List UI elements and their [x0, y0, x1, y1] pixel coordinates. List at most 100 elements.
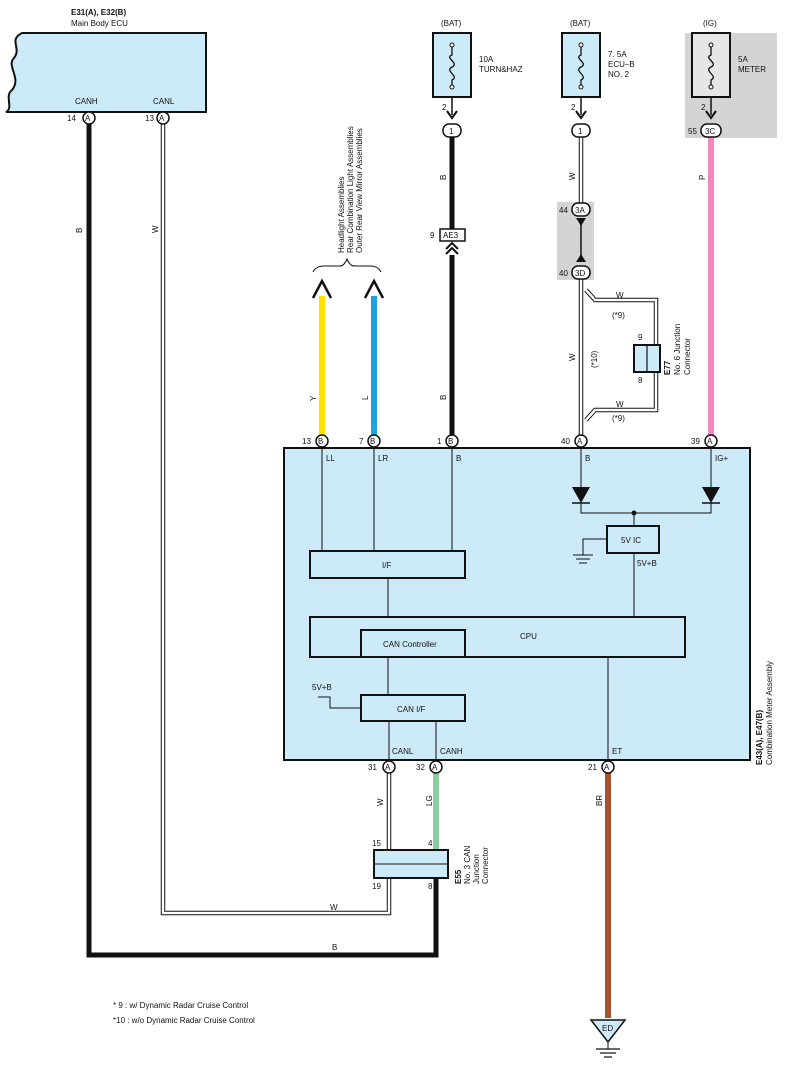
connector-3d: 3D 40 — [559, 254, 591, 280]
ecu-pin-canl: 13 — [145, 114, 154, 123]
meter-terminal-label: LR — [378, 454, 388, 463]
connector-label: 1 — [449, 127, 454, 136]
pin-num: 1 — [437, 437, 442, 446]
diode-icon — [702, 487, 720, 503]
junction-pin-bot: 8 — [638, 376, 643, 385]
cpu-label: CPU — [520, 632, 537, 641]
pin-conn: B — [370, 437, 375, 446]
junction-name: No. 3 CAN — [463, 846, 472, 884]
footnote-10: *10 : w/o Dynamic Radar Cruise Control — [113, 1016, 255, 1025]
meter-pin: A 21 — [588, 760, 615, 774]
vic-block — [606, 525, 660, 554]
fuse-meter: (IG) 5A METER 2 — [691, 19, 766, 120]
junction-code: E77 — [663, 360, 672, 375]
meter-terminal-label: ET — [612, 747, 622, 756]
source-label: (BAT) — [570, 19, 591, 28]
headlight-label-2: Rear Combination Light Assemblies — [346, 126, 355, 253]
fuse-pin: 2 — [701, 103, 706, 112]
meter-pins-bottom: A 31 A 32 A 21 — [368, 760, 615, 774]
connector-label: AE3 — [443, 231, 459, 240]
connector-3a: 3A 44 — [559, 202, 591, 226]
ecu-box — [5, 32, 207, 113]
wire-canh-black — [86, 124, 439, 958]
ecu-code: E31(A), E32(B) — [71, 8, 126, 17]
wire-label: W — [568, 172, 577, 180]
meter-code: E43(A), E47(B) — [755, 710, 764, 765]
fuse-rating: 5A — [738, 55, 748, 64]
fuse-name: ECU–B — [608, 60, 635, 69]
wire-label: LG — [425, 795, 434, 806]
junction-pin: 4 — [428, 839, 433, 848]
wire-label: W — [376, 798, 385, 806]
connector-label: 1 — [578, 127, 583, 136]
wire-color-labels: B W Y L B B W W P W W W LG BR W B — [75, 172, 707, 952]
connector-bat-1: 1 — [442, 123, 462, 138]
ecu-name: Main Body ECU — [71, 19, 128, 28]
junction-pin: 15 — [372, 839, 381, 848]
source-label: (IG) — [703, 19, 717, 28]
connector-pin: 40 — [559, 269, 568, 278]
vb-label-2: 5V+B — [312, 683, 332, 692]
fuse-rating: 10A — [479, 55, 494, 64]
ground-label: ED — [602, 1024, 613, 1033]
main-body-ecu: E31(A), E32(B) Main Body ECU CANH CANL 1… — [5, 8, 207, 123]
pin-conn: A — [577, 437, 583, 446]
meter-pin: A 32 — [416, 760, 443, 774]
meter-pin: A 40 — [561, 434, 588, 448]
meter-pin: B 1 — [437, 434, 459, 448]
meter-pins-top: B 13 B 7 B 1 A 40 A 39 — [302, 434, 718, 448]
pin-conn: B — [448, 437, 453, 446]
vic-label: 5V IC — [621, 536, 641, 545]
connector-label: 3A — [575, 206, 585, 215]
diode-icon — [572, 487, 590, 503]
pin-num: 32 — [416, 763, 425, 772]
meter-pin: B 7 — [359, 434, 381, 448]
pin-conn: A — [159, 114, 165, 123]
wire-label: W — [568, 353, 577, 361]
connector-ig-3c: 3C 55 — [688, 123, 722, 138]
pin-conn: A — [385, 763, 391, 772]
junction-pin-top: 9 — [638, 333, 643, 342]
footnote-9: * 9 : w/ Dynamic Radar Cruise Control — [113, 1001, 248, 1010]
meter-terminal-label: B — [585, 454, 590, 463]
pin-conn: A — [432, 763, 438, 772]
fuse-pin: 2 — [571, 103, 576, 112]
pin-conn: A — [707, 437, 713, 446]
wire-label: P — [698, 175, 707, 180]
pin-num: 40 — [561, 437, 570, 446]
headlight-label-1: Headlight Assemblies — [337, 177, 346, 253]
pin-conn: A — [604, 763, 610, 772]
connector-pin: 9 — [430, 231, 435, 240]
wire-label: W — [330, 903, 338, 912]
headlight-label-3: Outer Rear View Mirror Assemblies — [355, 128, 364, 253]
junction-name-2: Junction — [472, 854, 481, 884]
meter-pin: A 31 — [368, 760, 396, 774]
wire-label: BR — [595, 795, 604, 806]
connector-pin: 44 — [559, 206, 568, 215]
note-bot: (*9) — [612, 414, 625, 423]
pin-num: 39 — [691, 437, 700, 446]
fuse-name: TURN&HAZ — [479, 65, 523, 74]
fuse-pin: 2 — [442, 103, 447, 112]
meter-pin: B 13 — [302, 434, 329, 448]
fuse-ecu-b-no2: (BAT) 7. 5A ECU–B NO. 2 2 — [561, 19, 635, 120]
junction-name: No. 6 Junction — [673, 324, 682, 375]
pin-conn: B — [318, 437, 323, 446]
ecu-canl-label: CANL — [153, 97, 175, 106]
source-label: (BAT) — [441, 19, 462, 28]
meter-terminal-label: CANH — [440, 747, 463, 756]
wire-label: B — [75, 228, 84, 233]
meter-terminal-label: IG+ — [715, 454, 728, 463]
meter-pin: A 39 — [691, 434, 718, 448]
wire-label: L — [361, 395, 370, 400]
wire-label: B — [439, 395, 448, 400]
meter-terminal-label: CANL — [392, 747, 414, 756]
pin-num: 13 — [302, 437, 311, 446]
junction-e55: 15 4 19 8 E55 No. 3 CAN Junction Connect… — [372, 839, 490, 891]
ecu-pin-a-canh: A — [82, 111, 96, 125]
wire-label: B — [439, 175, 448, 180]
if-label: I/F — [382, 561, 391, 570]
wire-label: W — [616, 291, 624, 300]
meter-terminal-label: LL — [326, 454, 335, 463]
